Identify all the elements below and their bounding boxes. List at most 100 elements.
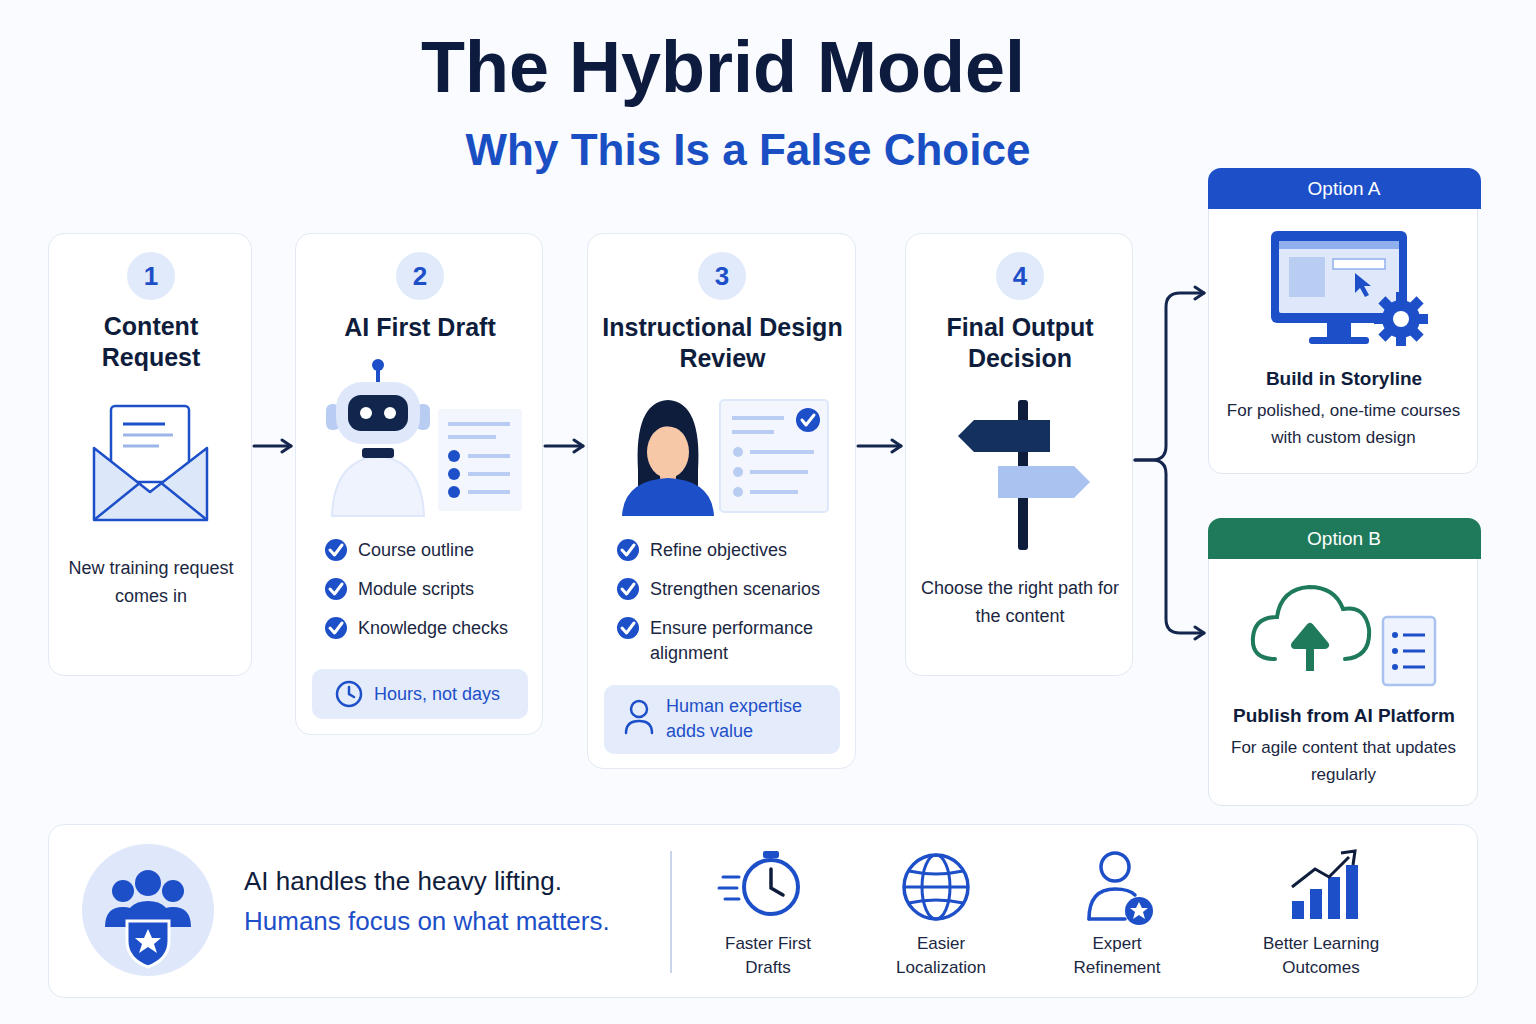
icon-part [750,470,808,474]
icon-part [94,448,207,520]
step-number: 4 [996,252,1044,300]
icon-part [1279,241,1399,313]
icon-part [325,617,347,639]
icon-part [330,545,342,555]
icon-part [617,539,639,561]
icon-part [1403,634,1425,637]
node-text: Human expertise adds value [666,694,831,744]
icon-part [750,450,814,454]
icon-part [1089,917,1125,921]
flow-arrow [254,445,291,448]
icon-part [771,869,783,895]
icon-part [112,880,134,902]
clock-icon [312,669,372,719]
icon-part [1327,323,1351,337]
step-card: Final Output DecisionChoose the right pa… [905,233,1133,676]
icon-part [1130,902,1148,919]
node-text: Content Request [59,311,243,373]
icon-part [123,445,159,448]
icon-part [733,487,743,497]
node-text: For polished, one-time courses with cust… [1226,397,1461,451]
icon-part [796,408,820,432]
time-badge: Hours, not days [312,669,528,719]
node-text: Option B [1208,527,1481,551]
icon-part [325,539,347,561]
icon-part [1403,666,1425,669]
icon-part [622,584,634,594]
node-text: Ensure performance alignment [650,616,850,666]
icon-part [94,482,207,520]
icon-part [1383,617,1435,685]
icon-part [1333,259,1385,269]
icon-part [622,623,634,633]
step-card: Content RequestNew training request come… [48,233,252,676]
icon-part [1309,337,1369,344]
step-number: 3 [698,252,746,300]
icon-part [1289,257,1325,297]
icon-part [750,490,798,494]
icon-part [802,415,814,425]
node-text: AI First Draft [306,312,534,343]
node-text: New training request comes in [59,554,243,610]
flow-arrow [545,445,583,448]
option-card: Publish from AI PlatformFor agile conten… [1208,518,1478,806]
icon-part [617,578,639,600]
icon-part [348,395,408,431]
flow-arrow [858,445,901,448]
icon-part [127,921,169,967]
icon-part [670,851,672,973]
summary-band: AI handles the heavy lifting.Humans focu… [48,824,1478,998]
flow-arrow [1135,293,1204,460]
icon-part [725,898,739,901]
node-text: Easier Localization [876,932,1006,980]
node-text: AI handles the heavy lifting. [244,865,674,897]
node-text: 1 [127,252,175,300]
icon-part [617,539,639,561]
node-text: Module scripts [358,577,538,602]
icon-part [362,448,394,458]
icon-part [123,434,173,437]
node-text: For agile content that updates regularly [1226,734,1461,788]
icon-part [1346,865,1358,919]
icon-part [1328,877,1340,919]
icon-part [336,382,420,444]
icon-part [372,359,384,371]
icon-part [904,855,968,919]
icon-part [1393,311,1409,327]
node-text: Option A [1208,177,1481,201]
node-text: Hours, not days [374,682,524,707]
icon-part [1101,853,1129,881]
icon-part [448,450,460,462]
person-outline-icon [604,685,664,753]
icon-part [732,416,784,420]
icon-part [1374,292,1428,346]
node-text: Final Output Decision [916,312,1124,374]
icon-part [1292,857,1349,887]
icon-part [468,472,510,476]
icon-part [622,478,714,516]
icon-part [162,880,184,902]
node-text: Faster First Drafts [708,932,828,980]
icon-part [468,454,510,458]
icon-part [448,435,496,439]
icon-part [958,420,1050,452]
expertise-badge: Human expertise adds value [604,685,840,754]
node-text: 3 [698,252,746,300]
icon-part [325,578,347,600]
icon-part [325,539,347,561]
icon-part [1279,241,1399,249]
icon-part [448,486,460,498]
node-text: Build in Storyline [1217,367,1471,391]
icon-part [617,617,639,639]
icon-part [904,886,968,889]
robot-icon [296,234,544,736]
icon-part [360,407,372,419]
icon-part [1403,650,1425,653]
icon-part [135,929,161,953]
icon-part [744,860,798,914]
icon-part [468,490,510,494]
step-number: 1 [127,252,175,300]
option-header: Option A [1208,168,1481,209]
icon-part [325,617,347,639]
icon-part [733,447,743,457]
